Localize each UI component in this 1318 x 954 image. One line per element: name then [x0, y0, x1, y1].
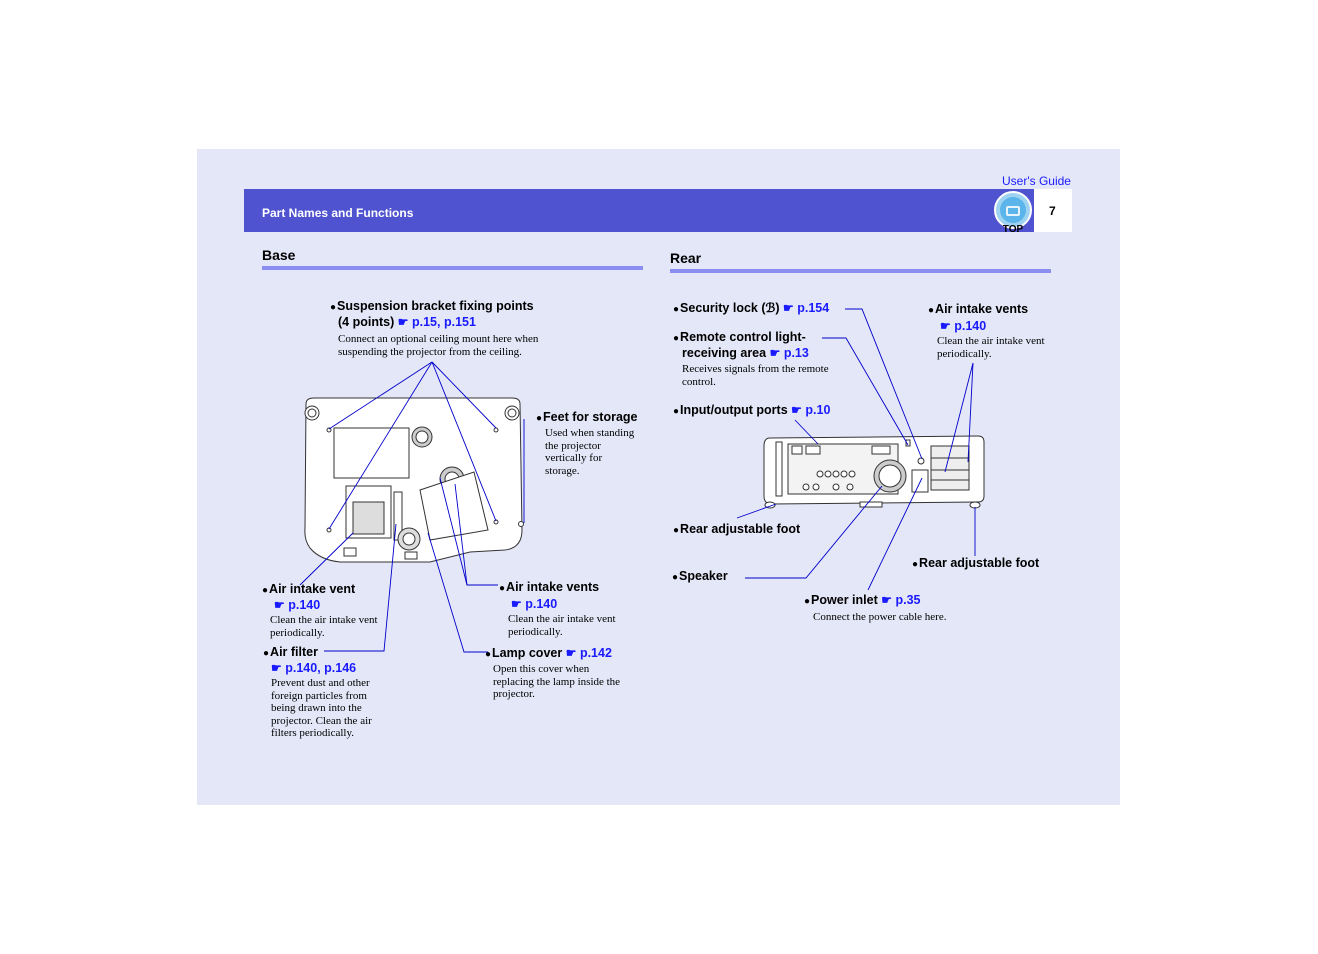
air-intake-vents-rear-label: ●Air intake vents	[928, 302, 1029, 316]
air-intake-vent-ref: ☛ p.140	[274, 597, 320, 613]
ref-link-p154[interactable]: p.154	[797, 301, 830, 315]
projector-base-illustration	[304, 397, 524, 563]
pointing-hand-icon: ☛	[397, 315, 409, 329]
power-inlet-desc: Connect the power cable here.	[813, 611, 947, 623]
suspension-label: ●Suspension bracket fixing points	[330, 299, 534, 313]
pointing-hand-icon: ☛	[881, 593, 892, 607]
bullet-icon: ●	[928, 305, 935, 316]
air-intake-vents-rear-ref: ☛ p.140	[940, 318, 986, 334]
ref-link-p10[interactable]: p.10	[805, 403, 831, 417]
ref-link-p151[interactable]: p.151	[443, 315, 476, 329]
pointing-hand-icon: ☛	[271, 661, 282, 675]
suspension-label-line2: (4 points) ☛ p.15, p.151	[338, 315, 476, 329]
remote-control-label: ●Remote control light-	[673, 330, 806, 344]
power-inlet-label: ●Power inlet ☛ p.35	[804, 593, 921, 607]
rear-foot-left-label: ●Rear adjustable foot	[673, 522, 801, 536]
air-filter-label: ●Air filter	[263, 645, 318, 659]
pointing-hand-icon: ☛	[565, 646, 577, 660]
air-intake-vents-base-ref: ☛ p.140	[511, 596, 557, 612]
pointing-hand-icon: ☛	[511, 597, 522, 611]
bullet-icon: ●	[912, 559, 919, 570]
rear-foot-right-label: ●Rear adjustable foot	[912, 556, 1040, 570]
bullet-icon: ●	[673, 406, 680, 417]
top-button[interactable]: TOP	[993, 190, 1035, 235]
leader-lines	[299, 308, 976, 653]
top-icon: TOP	[994, 191, 1032, 235]
ref-link-p140[interactable]: p.140	[525, 597, 558, 611]
lock-icon: ℬ	[765, 301, 776, 315]
bullet-icon: ●	[485, 649, 492, 660]
pointing-hand-icon: ☛	[769, 346, 781, 360]
speaker-label: ●Speaker	[672, 569, 728, 583]
users-guide-link[interactable]: User's Guide	[1002, 174, 1071, 188]
rear-rule	[670, 269, 1051, 273]
security-lock-label: ●Security lock (ℬ) ☛ p.154	[673, 301, 830, 315]
bullet-icon: ●	[499, 583, 506, 594]
page-number: 7	[1049, 204, 1056, 218]
ref-link-p35[interactable]: p.35	[895, 593, 921, 607]
pointing-hand-icon: ☛	[274, 598, 285, 612]
page-number-box	[1034, 189, 1072, 232]
bullet-icon: ●	[673, 333, 680, 344]
base-section-title: Base	[262, 247, 296, 263]
feet-label: ●Feet for storage	[536, 410, 638, 424]
ref-link-p140[interactable]: p.140	[288, 598, 321, 612]
remote-control-label-line2: receiving area ☛ p.13	[682, 346, 809, 360]
bullet-icon: ●	[262, 585, 269, 596]
bullet-icon: ●	[673, 304, 680, 315]
pointing-hand-icon: ☛	[782, 301, 794, 315]
top-label: TOP	[1003, 224, 1024, 232]
base-rule	[262, 266, 643, 270]
pointing-hand-icon: ☛	[791, 403, 802, 417]
bullet-icon: ●	[263, 648, 270, 659]
suspension-desc: Connect an optional ceiling mount here w…	[338, 333, 539, 358]
air-intake-vent-label: ●Air intake vent	[262, 582, 356, 596]
header-title: Part Names and Functions	[262, 206, 414, 220]
bullet-icon: ●	[536, 413, 543, 424]
ref-link-p15[interactable]: p.15,	[411, 315, 441, 329]
ref-link-p13[interactable]: p.13	[783, 346, 809, 360]
air-intake-vents-base-label: ●Air intake vents	[499, 580, 600, 594]
bullet-icon: ●	[804, 596, 811, 607]
header-bar	[244, 189, 1034, 232]
lamp-cover-label: ●Lamp cover ☛ p.142	[485, 646, 612, 660]
ref-link-p142[interactable]: p.142	[579, 646, 612, 660]
air-filter-ref: ☛ p.140, p.146	[271, 660, 356, 676]
ref-link-p140[interactable]: p.140	[954, 319, 987, 333]
bullet-icon: ●	[330, 302, 337, 313]
pointing-hand-icon: ☛	[940, 319, 951, 333]
ref-link-p140-p146[interactable]: p.140, p.146	[285, 661, 357, 675]
rear-section-title: Rear	[670, 250, 702, 266]
bullet-icon: ●	[672, 572, 679, 583]
projector-rear-illustration	[763, 435, 985, 509]
bullet-icon: ●	[673, 525, 680, 536]
io-ports-label: ●Input/output ports ☛ p.10	[673, 403, 831, 417]
